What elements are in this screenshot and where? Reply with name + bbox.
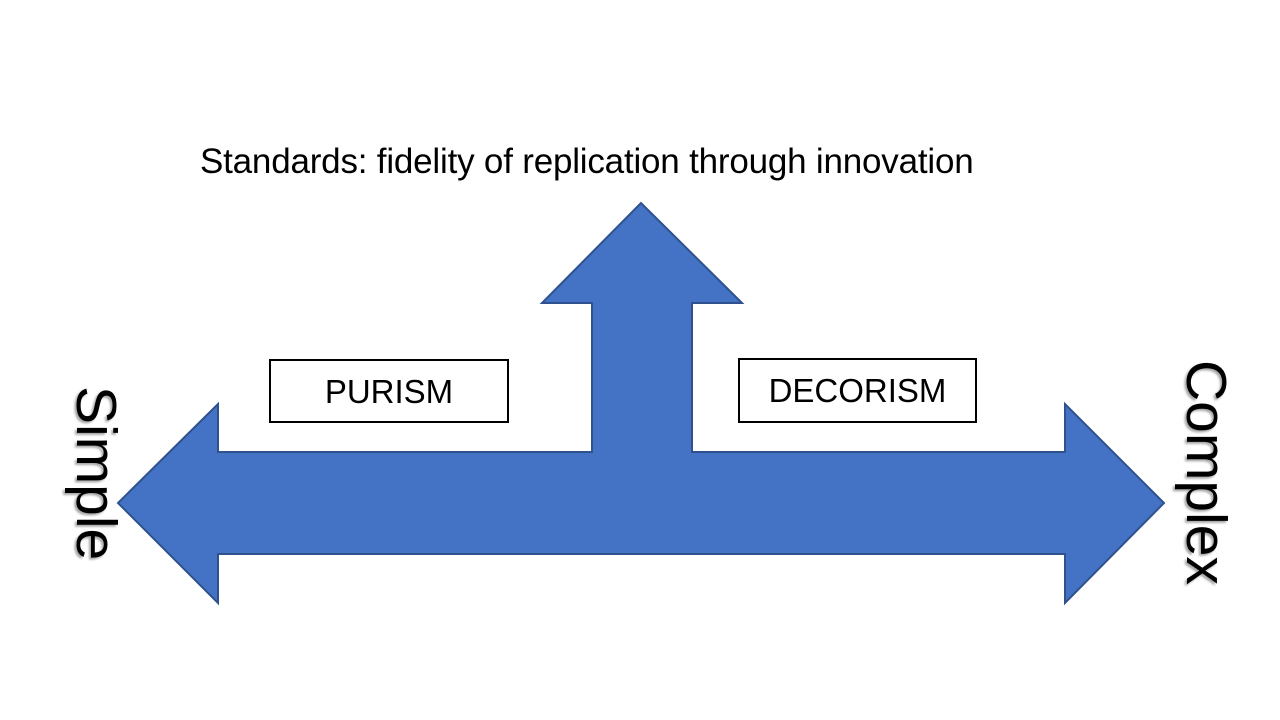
label-box-decorism[interactable]: DECORISM bbox=[738, 358, 977, 423]
label-box-decorism-text: DECORISM bbox=[768, 372, 947, 409]
axis-label-simple: Simple bbox=[64, 386, 128, 561]
label-box-purism[interactable]: PURISM bbox=[269, 359, 509, 423]
label-box-purism-text: PURISM bbox=[324, 372, 454, 410]
axis-label-complex: Complex bbox=[1174, 360, 1238, 585]
arrow-shape bbox=[116, 201, 1166, 606]
page-title: Standards: fidelity of replication throu… bbox=[200, 142, 974, 181]
